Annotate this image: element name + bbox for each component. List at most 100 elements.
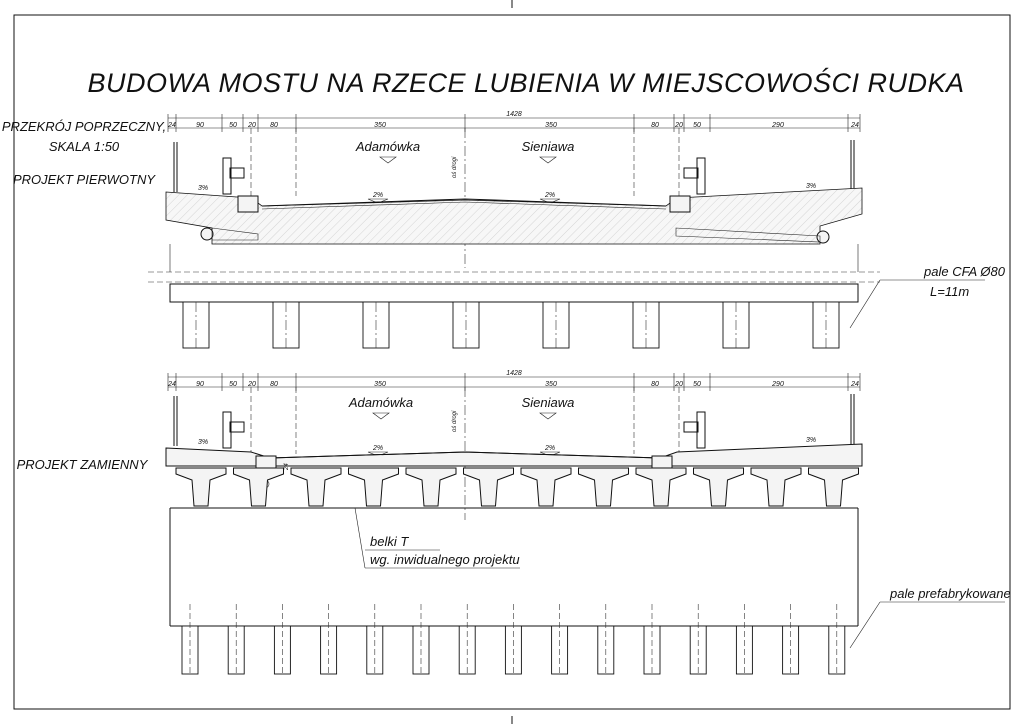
replacement-guide-lines — [250, 387, 680, 520]
replacement-beam-note-line2: wg. inwidualnego projektu — [370, 552, 520, 567]
replacement-pile-leader — [849, 601, 881, 649]
t-beam — [808, 467, 859, 507]
replacement-dim-1: 90 — [196, 381, 204, 388]
t-beam — [175, 467, 227, 507]
original-dim-7: 80 — [651, 122, 659, 129]
replacement-slope-carriageway-left: 2% — [372, 445, 383, 452]
t-beam — [405, 467, 457, 507]
replacement-deck-dim: 24 — [284, 463, 290, 471]
original-dim-11: 24 — [850, 122, 859, 129]
t-beam — [290, 467, 342, 507]
section-label-line1: PRZEKRÓJ POPRZECZNY, — [2, 119, 166, 134]
section-label-line2: SKALA 1:50 — [49, 139, 120, 154]
original-piles — [182, 301, 840, 349]
original-section: 1428 24 90 50 20 80 350 350 80 20 50 290… — [148, 111, 1006, 349]
replacement-pile-note: pale prefabrykowane — [889, 586, 1011, 601]
replacement-dim-10: 290 — [771, 381, 784, 388]
original-total-dimension: 1428 — [506, 111, 522, 118]
t-beam — [520, 467, 572, 507]
original-slope-right: 3% — [806, 183, 816, 190]
replacement-piles — [181, 604, 846, 675]
replacement-deck-slab — [165, 443, 863, 467]
original-axis-label: oś drogi — [452, 156, 458, 178]
original-pile-cap — [169, 283, 859, 303]
replacement-dim-7: 80 — [651, 381, 659, 388]
replacement-arrow-right — [539, 412, 557, 420]
replacement-arrow-left — [372, 412, 390, 420]
original-slope-carriageway-right: 2% — [544, 192, 555, 199]
t-beam — [348, 467, 399, 507]
original-dim-10: 290 — [771, 122, 784, 129]
replacement-beam-leader — [354, 507, 366, 569]
original-dim-9: 50 — [693, 122, 701, 129]
replacement-dim-11: 24 — [850, 381, 859, 388]
replacement-joint-left — [255, 455, 277, 469]
replacement-slope-carriageway-right: 2% — [544, 445, 555, 452]
replacement-t-beams — [175, 467, 859, 507]
original-arrow-right — [539, 156, 557, 164]
original-edge-beam-left — [237, 195, 259, 213]
original-railing-right — [850, 140, 855, 190]
replacement-railing-left — [173, 396, 178, 446]
original-direction-left: Adamówka — [355, 139, 420, 154]
replacement-direction-left: Adamówka — [348, 395, 413, 410]
drawing-title: BUDOWA MOSTU NA RZECE LUBIENIA W MIEJSCO… — [87, 66, 964, 98]
original-drain-left — [200, 227, 214, 241]
original-dim-5: 350 — [374, 122, 386, 129]
replacement-dim-3: 20 — [247, 381, 256, 388]
original-dim-1: 90 — [196, 122, 204, 129]
replacement-dimension-chain: 1428 24 90 50 20 80 350 350 80 20 50 290… — [167, 370, 861, 391]
original-barrier-left — [222, 157, 245, 195]
replacement-beam-note-line1: belki T — [370, 534, 409, 549]
original-dim-2: 50 — [229, 122, 237, 129]
replacement-project-label: PROJEKT ZAMIENNY — [17, 457, 149, 472]
original-slope-left: 3% — [198, 185, 208, 192]
original-arrow-left — [379, 156, 397, 164]
t-beam — [463, 467, 514, 507]
replacement-railing-right — [850, 394, 855, 444]
original-railing-left — [173, 142, 178, 192]
replacement-total-dimension: 1428 — [506, 370, 522, 377]
replacement-dim-0: 24 — [167, 381, 176, 388]
original-deck-slab — [165, 187, 863, 245]
replacement-slope-right: 3% — [806, 437, 816, 444]
t-beam — [635, 467, 687, 507]
t-beam — [750, 467, 802, 507]
t-beam — [233, 467, 284, 507]
original-dim-3: 20 — [247, 122, 256, 129]
replacement-dim-6: 350 — [545, 381, 557, 388]
original-dimension-chain: 1428 24 90 50 20 80 350 350 80 20 50 290… — [167, 111, 861, 132]
replacement-dim-9: 50 — [693, 381, 701, 388]
original-dim-8: 20 — [674, 122, 683, 129]
replacement-dim-4: 80 — [270, 381, 278, 388]
replacement-axis-label: oś drogi — [452, 410, 458, 432]
original-edge-beam-right — [669, 195, 691, 213]
original-pile-leader — [849, 279, 881, 329]
replacement-dim-8: 20 — [674, 381, 683, 388]
replacement-joint-right — [651, 455, 673, 469]
replacement-road-surface — [269, 451, 661, 459]
replacement-direction-right: Sieniawa — [522, 395, 575, 410]
replacement-slope-left: 3% — [198, 439, 208, 446]
t-beam — [578, 467, 629, 507]
original-road-surface — [261, 198, 667, 207]
original-dim-6: 350 — [545, 122, 557, 129]
t-beam — [693, 467, 744, 507]
original-pile-note-line2: L=11m — [930, 284, 969, 299]
original-project-label: PROJEKT PIERWOTNY — [13, 172, 156, 187]
replacement-barrier-left — [222, 411, 245, 449]
original-pile-note-line1: pale CFA Ø80 — [923, 264, 1006, 279]
replacement-dim-2: 50 — [229, 381, 237, 388]
sheet-frame — [13, 14, 1011, 710]
replacement-barrier-right — [683, 411, 706, 449]
original-dim-0: 24 — [167, 122, 176, 129]
original-drain-right — [816, 230, 830, 244]
replacement-section: 1428 24 90 50 20 80 350 350 80 20 50 290… — [165, 370, 1011, 675]
original-barrier-right — [683, 157, 706, 195]
original-slope-carriageway-left: 2% — [372, 192, 383, 199]
original-guide-lines — [250, 128, 680, 268]
original-dim-4: 80 — [270, 122, 278, 129]
replacement-dim-5: 350 — [374, 381, 386, 388]
original-direction-right: Sieniawa — [522, 139, 575, 154]
